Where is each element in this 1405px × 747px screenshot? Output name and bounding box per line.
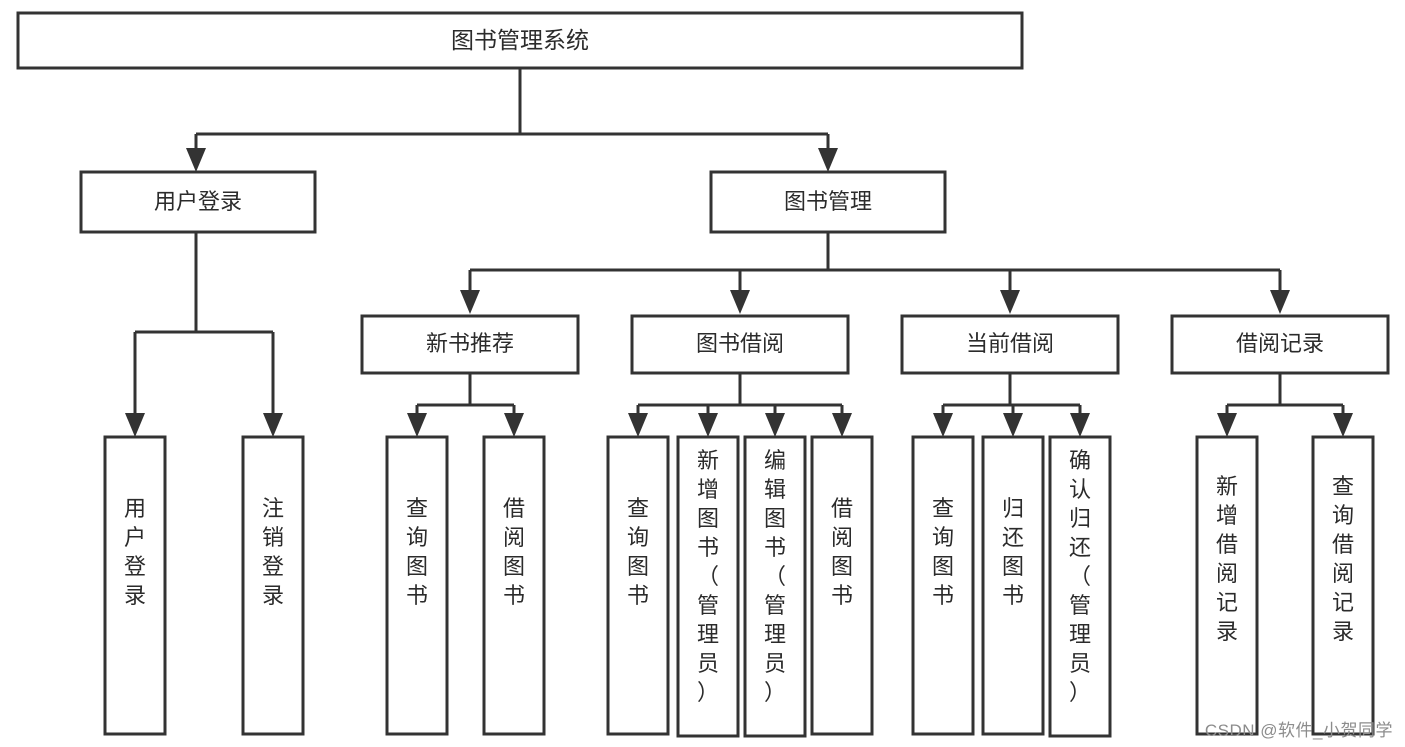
node-book-borrow[interactable]: 图书借阅 — [630, 314, 850, 375]
leaf-query-record[interactable]: 查询借阅记录 — [1311, 435, 1375, 736]
leaf-query-book-2-box[interactable] — [606, 435, 670, 736]
arrow-leaf-query-book-3 — [933, 413, 953, 437]
leaf-add-record-box[interactable] — [1195, 435, 1259, 736]
leaf-borrow-book-2[interactable]: 借阅图书 — [810, 435, 874, 736]
leaf-user-login-box[interactable] — [103, 435, 167, 736]
leaf-add-book-box[interactable] — [676, 435, 740, 738]
node-book-borrow-label: 图书借阅 — [696, 331, 784, 356]
arrow-userlogin — [186, 148, 206, 172]
arrow-newbook — [460, 290, 480, 314]
arrow-bookmanage — [818, 148, 838, 172]
node-book-manage[interactable]: 图书管理 — [709, 170, 947, 234]
node-user-login-label: 用户登录 — [154, 189, 242, 214]
leaf-query-book-1-box[interactable] — [385, 435, 449, 736]
arrow-leaf-user-login — [125, 413, 145, 437]
node-book-manage-label: 图书管理 — [784, 189, 872, 214]
leaf-query-book-3-box[interactable] — [911, 435, 975, 736]
leaf-edit-book[interactable]: 编辑图书（管理员） — [743, 435, 807, 738]
leaf-add-book-label: 新增图书（管理员） — [697, 448, 719, 705]
leaf-add-book[interactable]: 新增图书（管理员） — [676, 435, 740, 738]
node-new-book-recommend-label: 新书推荐 — [426, 331, 514, 356]
leaf-edit-book-box[interactable] — [743, 435, 807, 738]
leaf-confirm-return[interactable]: 确认归还（管理员） — [1048, 435, 1112, 738]
node-current-borrow-box[interactable] — [900, 314, 1120, 375]
arrow-leaf-confirm-return — [1070, 413, 1090, 437]
leaf-borrow-book-1-box[interactable] — [482, 435, 546, 736]
leaf-confirm-return-label: 确认归还（管理员） — [1069, 448, 1091, 705]
node-borrow-record[interactable]: 借阅记录 — [1170, 314, 1390, 375]
arrow-leaf-return-book — [1003, 413, 1023, 437]
node-new-book-recommend[interactable]: 新书推荐 — [360, 314, 580, 375]
node-root-label: 图书管理系统 — [451, 27, 589, 53]
leaf-confirm-return-box[interactable] — [1048, 435, 1112, 738]
arrow-leaf-add-record — [1217, 413, 1237, 437]
leaf-query-record-label: 查询借阅记录 — [1332, 474, 1354, 644]
leaf-user-logout-box[interactable] — [241, 435, 305, 736]
node-root-box[interactable] — [16, 11, 1024, 70]
node-borrow-record-label: 借阅记录 — [1236, 331, 1324, 356]
node-new-book-recommend-box[interactable] — [360, 314, 580, 375]
leaf-query-book-3-label: 查询图书 — [932, 496, 954, 608]
node-current-borrow[interactable]: 当前借阅 — [900, 314, 1120, 375]
node-current-borrow-label: 当前借阅 — [966, 331, 1054, 356]
leaf-query-book-1[interactable]: 查询图书 — [385, 435, 449, 736]
leaf-borrow-book-2-box[interactable] — [810, 435, 874, 736]
arrow-leaf-borrow-book-2 — [832, 413, 852, 437]
node-user-login[interactable]: 用户登录 — [79, 170, 317, 234]
leaf-query-book-1-label: 查询图书 — [406, 496, 428, 608]
leaf-borrow-book-1[interactable]: 借阅图书 — [482, 435, 546, 736]
leaf-user-login-label: 用户登录 — [124, 496, 146, 608]
node-borrow-record-box[interactable] — [1170, 314, 1390, 375]
connector-layer — [125, 68, 1353, 437]
arrow-leaf-query-book-2 — [628, 413, 648, 437]
leaf-query-book-3[interactable]: 查询图书 — [911, 435, 975, 736]
leaf-return-book-box[interactable] — [981, 435, 1045, 736]
leaf-edit-book-label: 编辑图书（管理员） — [764, 448, 786, 705]
node-user-login-box[interactable] — [79, 170, 317, 234]
leaf-borrow-book-2-label: 借阅图书 — [831, 496, 853, 608]
csdn-watermark: CSDN @软件_小贺同学 — [1204, 721, 1393, 740]
arrow-leaf-edit-book — [765, 413, 785, 437]
node-book-manage-box[interactable] — [709, 170, 947, 234]
leaf-query-book-2[interactable]: 查询图书 — [606, 435, 670, 736]
arrow-bookborrow — [730, 290, 750, 314]
arrow-leaf-borrow-book-1 — [504, 413, 524, 437]
leaf-add-record[interactable]: 新增借阅记录 — [1195, 435, 1259, 736]
arrow-currentborrow — [1000, 290, 1020, 314]
leaf-user-logout-label: 注销登录 — [262, 496, 284, 608]
node-book-borrow-box[interactable] — [630, 314, 850, 375]
leaf-add-record-label: 新增借阅记录 — [1216, 474, 1238, 644]
leaf-return-book[interactable]: 归还图书 — [981, 435, 1045, 736]
leaf-query-record-box[interactable] — [1311, 435, 1375, 736]
leaf-query-book-2-label: 查询图书 — [627, 496, 649, 608]
arrow-leaf-add-book — [698, 413, 718, 437]
arrow-leaf-query-record — [1333, 413, 1353, 437]
leaf-user-logout[interactable]: 注销登录 — [241, 435, 305, 736]
arrow-borrowrecord — [1270, 290, 1290, 314]
arrow-leaf-user-logout — [263, 413, 283, 437]
leaf-user-login[interactable]: 用户登录 — [103, 435, 167, 736]
node-root[interactable]: 图书管理系统 — [16, 11, 1024, 70]
arrow-leaf-query-book-1 — [407, 413, 427, 437]
leaf-borrow-book-1-label: 借阅图书 — [503, 496, 525, 608]
leaf-return-book-label: 归还图书 — [1002, 496, 1024, 608]
